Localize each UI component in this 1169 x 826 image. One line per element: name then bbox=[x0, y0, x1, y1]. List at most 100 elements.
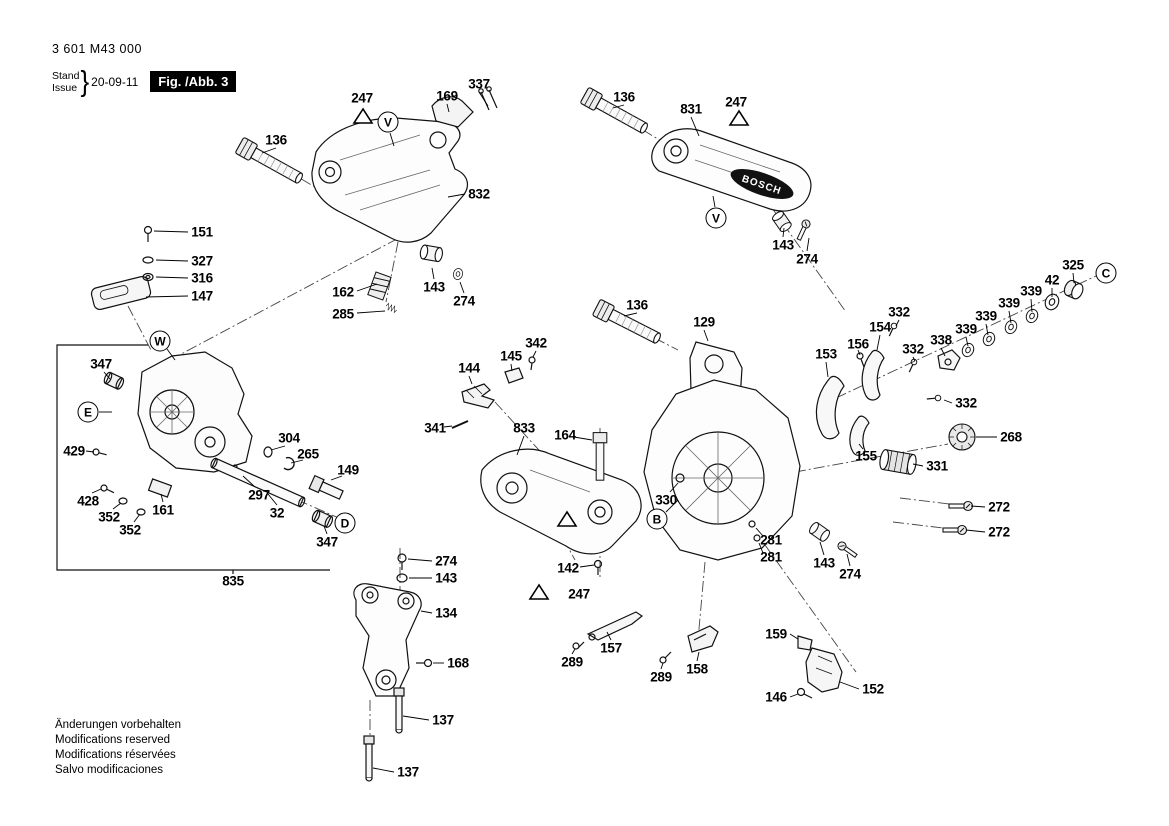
leader-line bbox=[85, 450, 95, 453]
leader-line bbox=[839, 681, 860, 690]
leader-line bbox=[712, 195, 716, 208]
leader-line bbox=[623, 312, 638, 317]
leader-line bbox=[356, 310, 386, 314]
leader-line bbox=[571, 648, 576, 655]
leader-line bbox=[819, 541, 825, 556]
leader-line bbox=[356, 283, 378, 292]
leader-lines bbox=[85, 91, 1075, 773]
leader-line bbox=[846, 553, 851, 567]
leader-line bbox=[323, 525, 328, 535]
leader-line bbox=[579, 564, 595, 568]
leader-line bbox=[660, 662, 664, 670]
warning-triangle-icon bbox=[528, 583, 550, 600]
arm-831-drawing bbox=[651, 128, 812, 212]
legal-note-es: Salvo modificaciones bbox=[55, 764, 164, 776]
leader-line bbox=[755, 527, 764, 537]
leader-line bbox=[420, 610, 433, 614]
nut-325 bbox=[1063, 279, 1084, 300]
right-stack-drawing bbox=[815, 322, 961, 456]
gear-331 bbox=[879, 449, 917, 475]
bracket-134-drawing bbox=[353, 553, 433, 782]
leader-line bbox=[606, 631, 612, 641]
leader-line bbox=[516, 435, 525, 456]
knob-268 bbox=[948, 423, 976, 451]
leader-line bbox=[789, 633, 799, 640]
leader-line bbox=[290, 459, 304, 464]
leader-line bbox=[443, 425, 453, 428]
leader-line bbox=[965, 529, 986, 533]
leader-line bbox=[468, 375, 473, 385]
leader-line bbox=[669, 482, 679, 493]
leader-line bbox=[825, 361, 829, 378]
leader-line bbox=[160, 493, 164, 503]
leader-line bbox=[153, 230, 189, 233]
leader-line bbox=[402, 715, 430, 721]
assembly-835-bracket bbox=[56, 344, 330, 574]
leader-line bbox=[155, 276, 189, 279]
leader-line bbox=[330, 475, 343, 481]
leader-line bbox=[1008, 310, 1012, 324]
leader-line bbox=[985, 323, 989, 336]
legal-note-en: Modifications reserved bbox=[55, 734, 171, 746]
issue-date: 20-09-11 bbox=[91, 74, 139, 89]
warning-triangle-icon bbox=[556, 510, 578, 527]
main-body-drawing bbox=[643, 379, 801, 561]
leader-line bbox=[858, 443, 864, 450]
leader-line bbox=[690, 116, 700, 137]
legal-notes: Änderungen vorbehalten Modifications res… bbox=[55, 718, 181, 778]
leader-line bbox=[876, 334, 881, 351]
leader-line bbox=[103, 371, 111, 380]
leader-line bbox=[510, 363, 513, 372]
leader-line bbox=[407, 558, 433, 562]
leader-line bbox=[270, 445, 286, 451]
leader-line bbox=[242, 475, 256, 488]
leader-line bbox=[261, 147, 277, 154]
spring-162 bbox=[367, 271, 392, 301]
bevel-assembly-drawing bbox=[90, 225, 344, 528]
warning-triangle-icon bbox=[352, 107, 374, 124]
leader-line bbox=[446, 103, 450, 113]
figure-label: Fig. /Abb. 3 bbox=[150, 71, 237, 92]
leader-line bbox=[1072, 272, 1075, 284]
leader-line bbox=[943, 399, 953, 404]
leader-line bbox=[145, 295, 189, 298]
issue-label: Issue bbox=[52, 81, 78, 94]
leader-line bbox=[970, 505, 986, 508]
leader-line bbox=[895, 319, 900, 327]
leader-line bbox=[912, 356, 916, 362]
brace-glyph: } bbox=[80, 64, 90, 98]
leader-line bbox=[940, 347, 946, 357]
warning-triangles bbox=[352, 107, 750, 600]
leader-line bbox=[758, 542, 764, 554]
leader-line bbox=[389, 132, 395, 147]
leader-line bbox=[912, 463, 924, 467]
leader-line bbox=[133, 513, 141, 523]
legal-note-fr: Modifications réservées bbox=[55, 749, 176, 761]
leader-line bbox=[965, 336, 969, 347]
arm-832-drawing bbox=[311, 86, 498, 243]
leader-line bbox=[532, 350, 537, 358]
leader-line bbox=[267, 493, 278, 506]
leader-line bbox=[612, 104, 625, 109]
title-block: 3 601 M43 000 Stand Issue } 20-09-11 Fig… bbox=[52, 42, 237, 98]
leader-line bbox=[665, 499, 679, 513]
leader-line bbox=[806, 237, 810, 252]
leader-line bbox=[782, 227, 785, 238]
leader-line bbox=[431, 267, 435, 280]
leader-line bbox=[703, 329, 709, 342]
leader-line bbox=[573, 436, 593, 441]
leader-line bbox=[789, 693, 799, 698]
legal-note-de: Änderungen vorbehalten bbox=[55, 719, 181, 731]
leader-line bbox=[372, 767, 395, 773]
stand-label: Stand bbox=[52, 69, 80, 82]
leader-line bbox=[459, 281, 465, 294]
leader-line bbox=[91, 488, 102, 494]
leader-line bbox=[447, 193, 466, 198]
leader-line bbox=[112, 502, 122, 510]
document-number: 3 601 M43 000 bbox=[52, 42, 142, 56]
leader-line bbox=[478, 91, 489, 107]
spring-285 bbox=[384, 302, 399, 314]
warning-triangle-icon bbox=[728, 109, 750, 126]
